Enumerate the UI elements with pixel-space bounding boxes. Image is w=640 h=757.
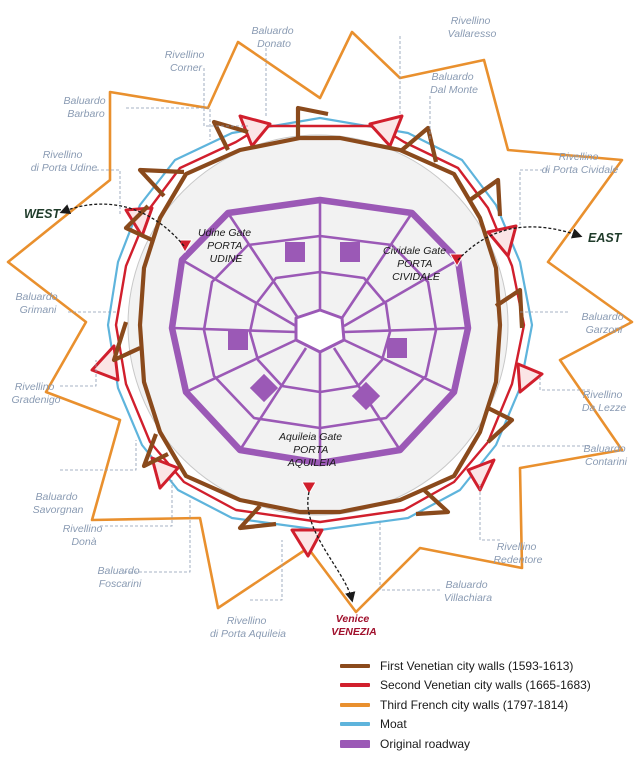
label-rivellino-porta-cividale: Rivellino di Porta Cividale — [542, 151, 619, 176]
legend-item: First Venetian city walls (1593-1613) — [340, 656, 630, 676]
label-east: EAST — [588, 231, 623, 245]
east-arrow — [457, 226, 583, 261]
first-venetian-walls — [111, 105, 525, 531]
label-rivellino-vallaresso: Rivellino Vallaresso — [448, 15, 497, 40]
original-roadway — [168, 196, 472, 467]
legend-swatch-moat — [340, 722, 370, 727]
ravelin-porta-udine — [124, 206, 154, 238]
label-baluardo-barbaro: Baluardo Barbaro — [64, 95, 109, 120]
label-rivellino-dona: Rivellino Donà — [63, 523, 106, 548]
legend-item: Third French city walls (1797-1814) — [340, 695, 630, 715]
ravelins — [90, 114, 544, 558]
label-cividale-gate: Cividale Gate PORTA CIVIDALE — [383, 245, 449, 283]
label-rivellino-porta-aquileia: Rivellino di Porta Aquileia — [210, 615, 286, 640]
label-baluardo-garzoni: Baluardo Garzoni — [582, 311, 627, 336]
label-baluardo-donato: Baluardo Donato — [252, 25, 297, 50]
venice-arrow — [307, 491, 356, 603]
ravelin-redentore — [466, 458, 496, 492]
label-rivellino-gradenigo: Rivellino Gradenigo — [11, 381, 60, 406]
gate-aquileia-marker — [301, 481, 317, 495]
legend-label: Original roadway — [380, 736, 471, 751]
label-rivellino-porta-udine: Rivellino di Porta Udine — [31, 149, 98, 174]
ravelin-gradenigo — [90, 344, 120, 382]
west-arrow — [59, 203, 185, 247]
legend-swatch-second-venetian — [340, 683, 370, 688]
label-aquileia-gate: Aquileia Gate PORTA AQUILEIA — [278, 431, 345, 469]
legend-swatch-first-venetian — [340, 663, 370, 668]
label-rivellino-corner: Rivellino Corner — [165, 49, 208, 74]
gate-markers — [177, 239, 465, 495]
legend-item: Moat — [340, 715, 630, 735]
label-udine-gate: Udine Gate PORTA UDINE — [198, 227, 254, 265]
label-west: WEST — [24, 207, 61, 221]
label-baluardo-foscarini: Baluardo Foscarini — [98, 565, 143, 590]
label-baluardo-dal-monte: Baluardo Dal Monte — [430, 71, 478, 96]
legend-swatch-roadway — [340, 739, 370, 748]
label-rivellino-da-lezze: Rivellino Da Lezze — [582, 389, 627, 414]
ravelin-vallaresso — [368, 114, 404, 148]
moat — [106, 116, 534, 532]
roadway-radials — [171, 200, 469, 463]
legend: First Venetian city walls (1593-1613) Se… — [340, 656, 630, 754]
legend-label: Third French city walls (1797-1814) — [380, 697, 569, 712]
gate-udine-marker — [177, 239, 193, 253]
label-baluardo-grimani: Baluardo Grimani — [16, 291, 61, 316]
label-baluardo-contarini: Baluardo Contarini — [584, 443, 629, 468]
label-baluardo-villachiara: Baluardo Villachiara — [444, 579, 492, 604]
legend-item: Second Venetian city walls (1665-1683) — [340, 676, 630, 696]
ravelin-dona — [150, 456, 180, 490]
legend-label: Second Venetian city walls (1665-1683) — [380, 678, 591, 693]
legend-label: Moat — [380, 717, 407, 732]
gate-cividale-marker — [449, 253, 465, 267]
fortress-plan-svg: Baluardo Donato Rivellino Vallaresso Riv… — [6, 15, 634, 640]
legend-label: First Venetian city walls (1593-1613) — [380, 658, 574, 673]
label-baluardo-savorgnan: Baluardo Savorgnan — [33, 491, 84, 516]
third-french-walls — [6, 30, 634, 614]
roadway-squares — [228, 242, 407, 411]
legend-swatch-third-french — [340, 702, 370, 707]
direction-arrows — [59, 203, 583, 603]
label-rivellino-redentore: Rivellino Redentore — [493, 541, 542, 566]
leader-lines — [60, 36, 590, 601]
label-venice: Venice VENEZIA — [331, 613, 377, 638]
ravelin-da-lezze — [516, 362, 544, 394]
ravelin-porta-aquileia — [290, 528, 324, 558]
fortress-plan: Baluardo Donato Rivellino Vallaresso Riv… — [6, 15, 634, 640]
legend-item: Original roadway — [340, 734, 630, 754]
